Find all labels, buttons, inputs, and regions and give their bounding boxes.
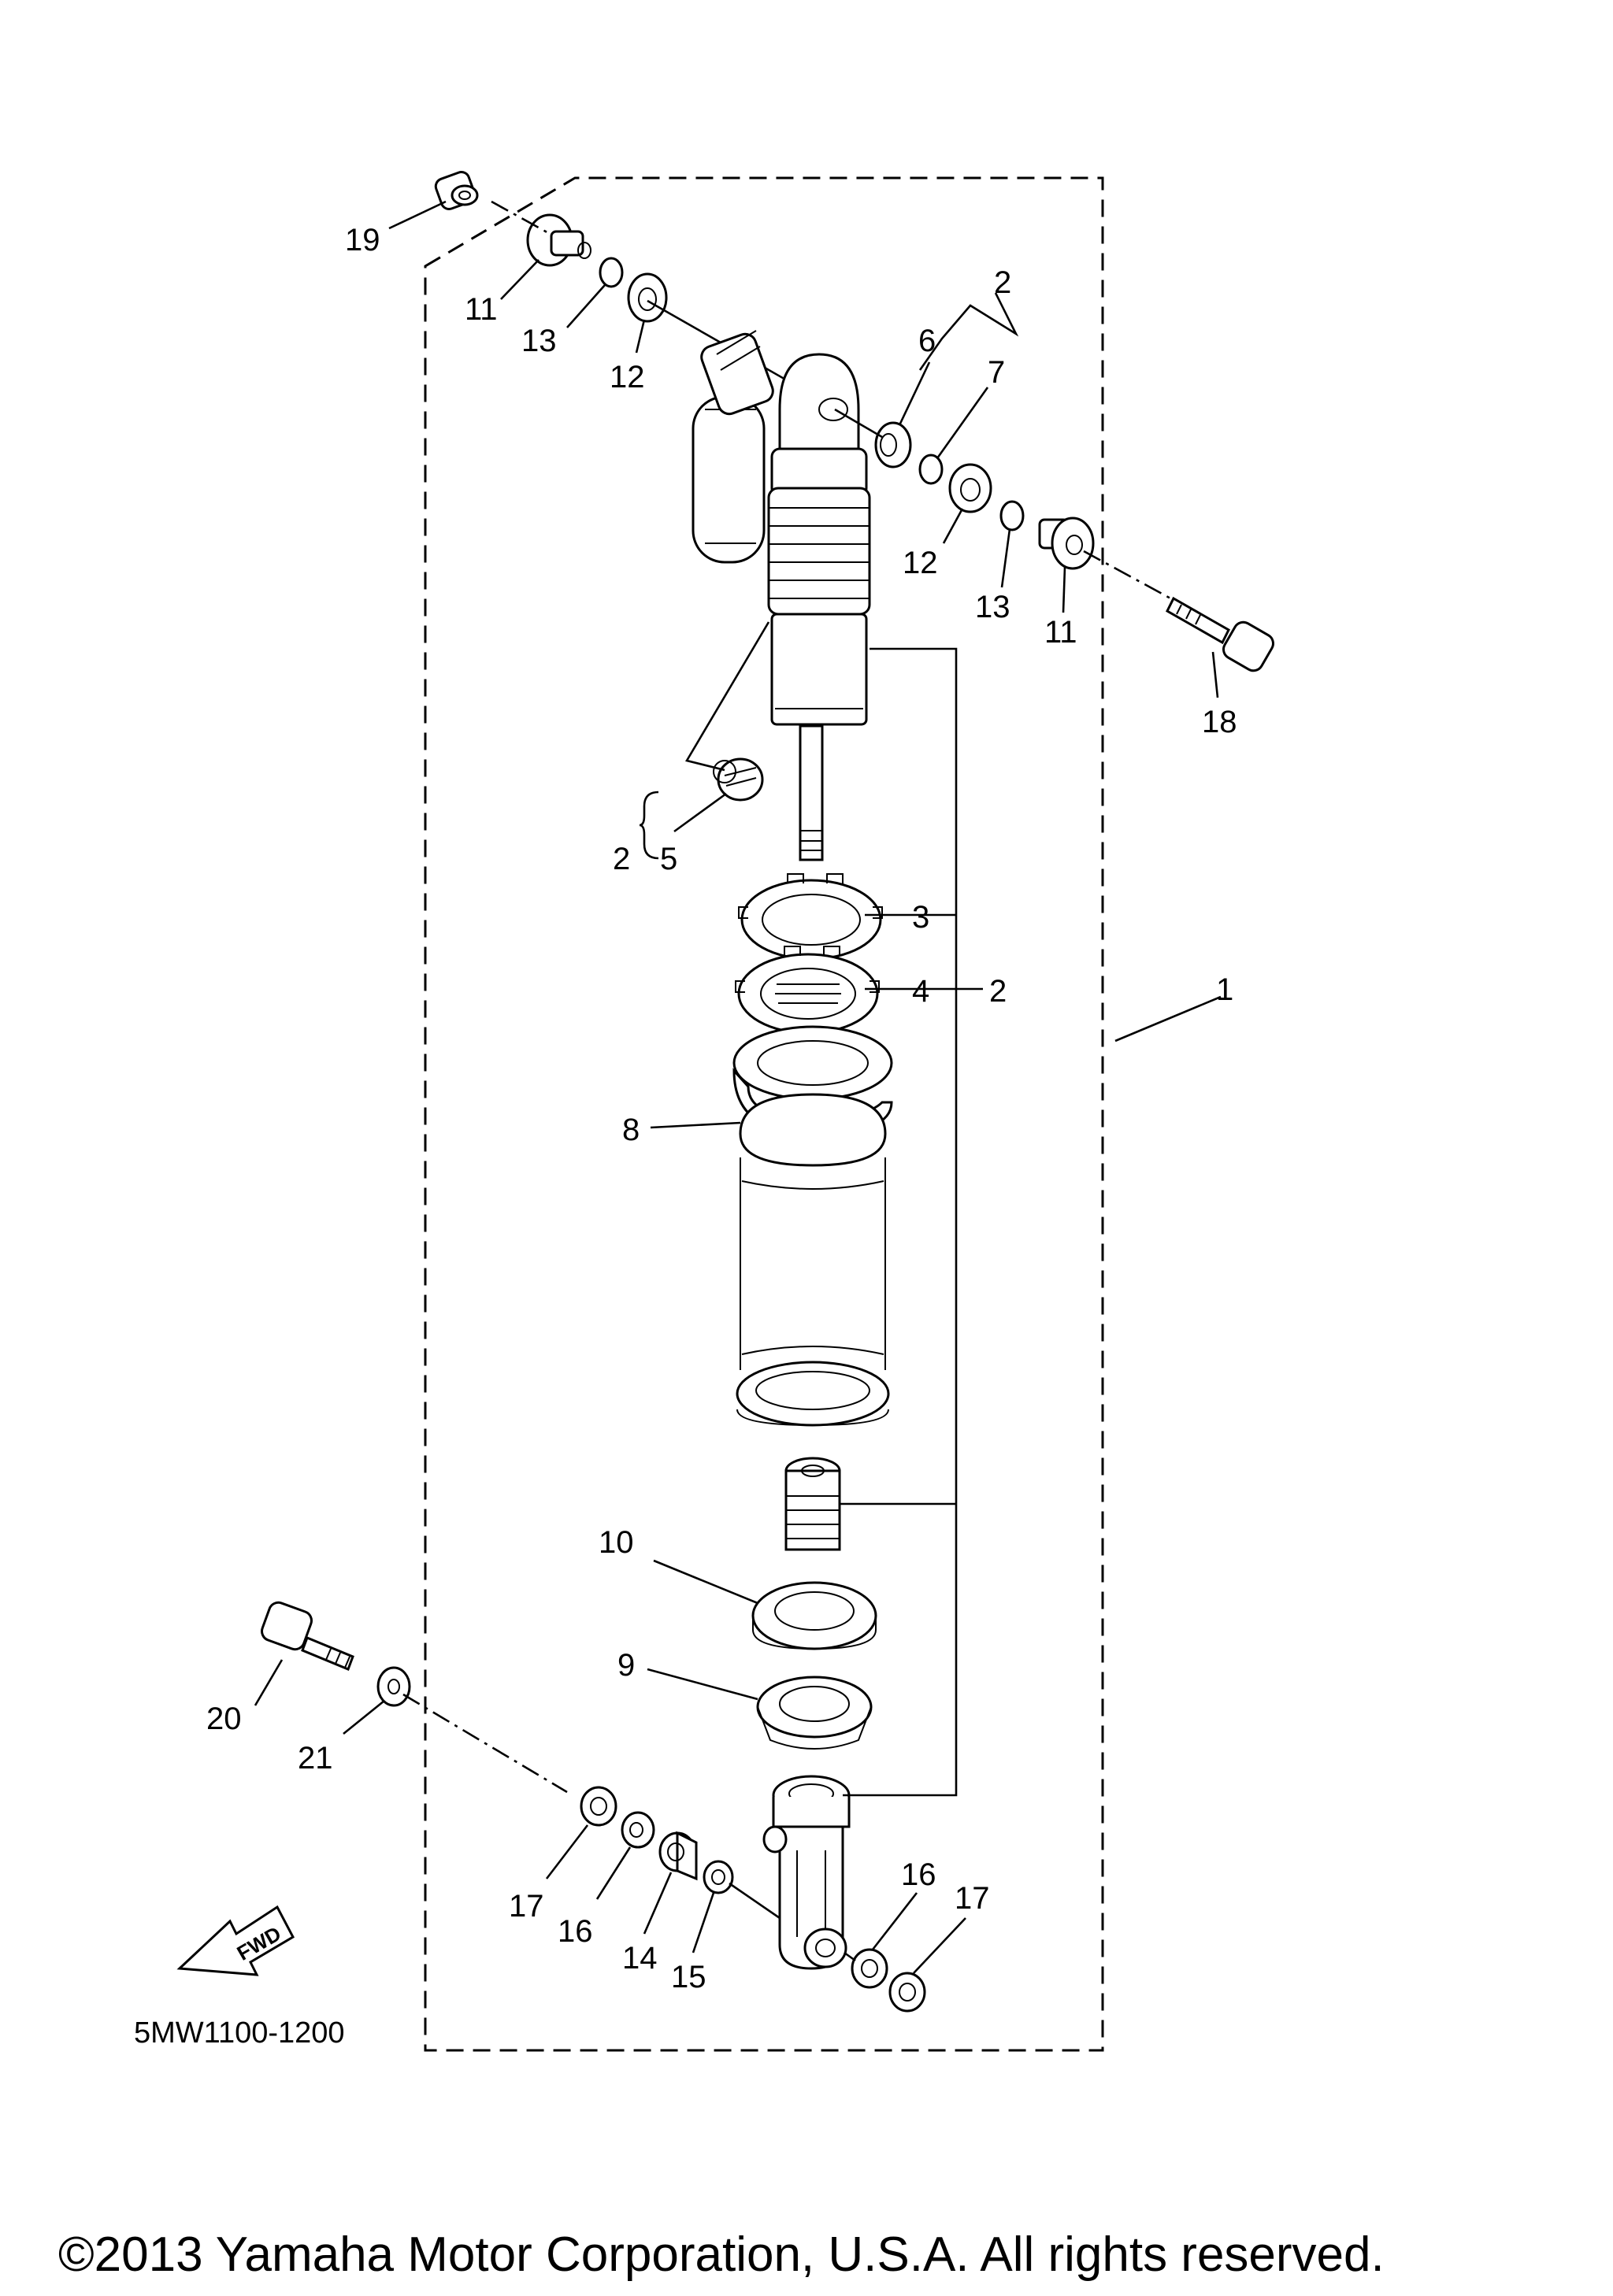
collar-11-upper-right: [1038, 517, 1095, 570]
callout-labels: 19 11 13 12 2 6 7 12 13 11 18 2 5 3 4 2 …: [206, 223, 1237, 1994]
callout-6: 6: [918, 324, 936, 358]
circlip-7: [918, 454, 944, 485]
callout-11-upper-left: 11: [465, 292, 498, 327]
ring-nut-3: [738, 873, 883, 961]
dust-seal-12-upper-right: [948, 463, 992, 513]
callout-8: 8: [622, 1113, 640, 1147]
copyright-notice: ©2013 Yamaha Motor Corporation, U.S.A. A…: [58, 2227, 1385, 2282]
spring-8: [732, 1025, 893, 1427]
callout-7: 7: [988, 355, 1005, 390]
callout-18: 18: [1202, 705, 1237, 739]
callout-17-right: 17: [955, 1881, 990, 1916]
collar-15: [703, 1860, 734, 1894]
callout-20: 20: [206, 1702, 242, 1736]
spring-seat-10: [751, 1581, 877, 1650]
o-ring-13-upper-right: [999, 500, 1025, 531]
leader-lines: [254, 200, 1222, 1974]
callout-2-bracket: 2: [989, 974, 1007, 1009]
assembly-boundary: [424, 176, 1104, 2052]
shock-absorber-reservoir: [692, 330, 774, 564]
callout-15: 15: [671, 1960, 706, 1994]
callout-3: 3: [912, 900, 929, 935]
bearing-14: [658, 1831, 698, 1881]
fwd-arrow-icon: FWD: [176, 1905, 295, 1976]
drawing-code: 5MW1100-1200: [134, 2016, 345, 2050]
callout-13-upper-left: 13: [521, 324, 557, 358]
callout-4: 4: [912, 974, 929, 1009]
bump-stopper: [784, 1457, 841, 1551]
callout-13-upper-right: 13: [975, 590, 1010, 624]
callout-17-left: 17: [509, 1889, 544, 1924]
valve-cap-5: [713, 757, 764, 802]
bolt-20: [261, 1601, 354, 1671]
oil-seal-17-right: [888, 1972, 926, 2013]
callout-21: 21: [298, 1741, 333, 1776]
callout-14: 14: [622, 1941, 658, 1976]
flange-nut-19: [434, 170, 479, 211]
dust-seal-12-upper-left: [627, 272, 668, 323]
bolt-18: [1166, 596, 1274, 672]
o-ring-13-upper-left: [599, 257, 624, 288]
callout-9: 9: [617, 1648, 635, 1683]
callout-11-upper-right: 11: [1044, 615, 1077, 650]
callout-5: 5: [660, 842, 677, 876]
callout-12-upper-left: 12: [610, 360, 645, 394]
shock-absorber-body: [767, 353, 871, 861]
callout-1: 1: [1216, 972, 1233, 1007]
spring-guide-9: [756, 1676, 873, 1750]
bearing-6: [874, 421, 912, 468]
callout-19: 19: [345, 223, 380, 257]
callout-10: 10: [599, 1525, 634, 1560]
ring-nut-4: [735, 946, 880, 1035]
washer-21: [376, 1666, 411, 1707]
callout-16-right: 16: [901, 1857, 936, 1892]
callout-16-left: 16: [558, 1914, 593, 1949]
lower-clevis: [762, 1775, 851, 1970]
thrust-cover-16-right: [851, 1948, 888, 1989]
oil-seal-17-left: [580, 1786, 617, 1827]
callout-12-upper-right: 12: [903, 546, 938, 580]
callout-2-valve: 2: [613, 842, 630, 876]
collar-11-upper-left: [526, 213, 591, 267]
thrust-cover-16-left: [621, 1811, 655, 1849]
callout-2-top: 2: [994, 265, 1011, 300]
